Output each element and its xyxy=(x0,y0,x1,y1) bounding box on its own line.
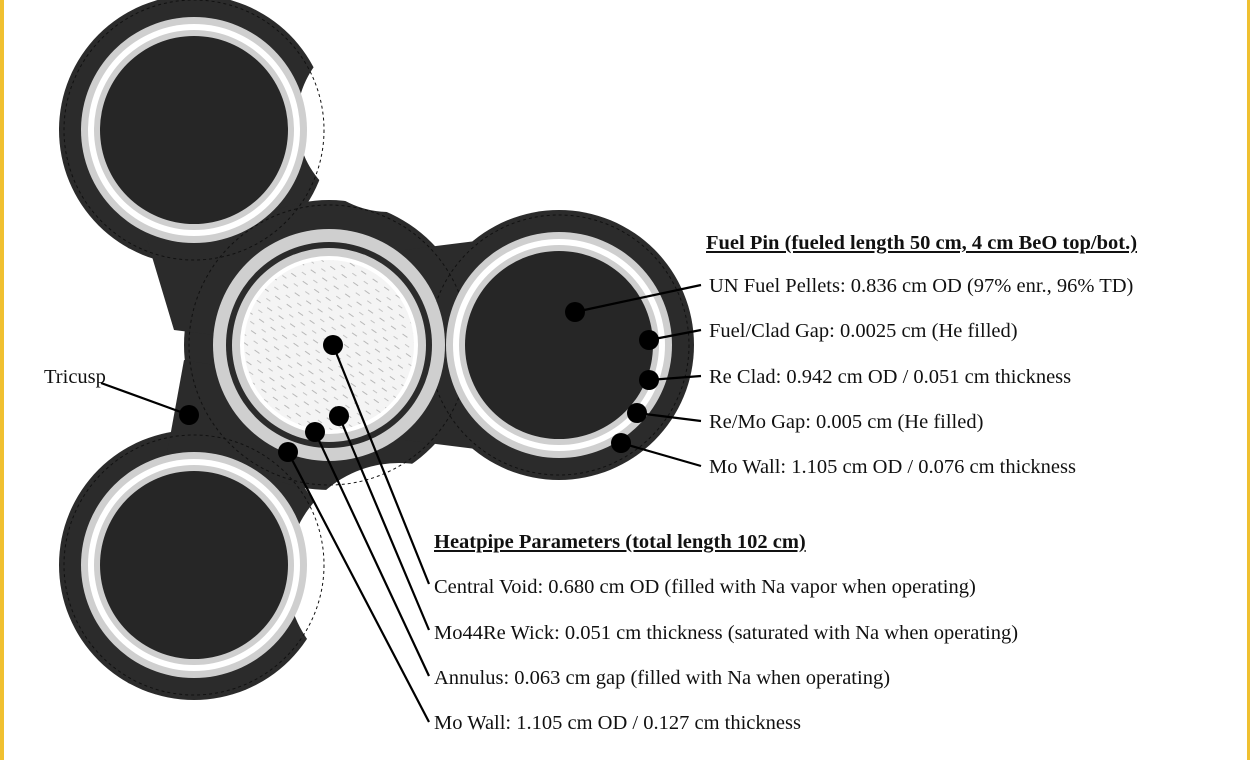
dot-annulus xyxy=(305,422,325,442)
tricusp-cross-section-diagram xyxy=(4,0,702,723)
dot-re-mo-gap xyxy=(627,403,647,423)
leader-fuel-mo-wall xyxy=(620,441,702,468)
leader-annulus xyxy=(314,431,430,677)
leader-re-mo-gap xyxy=(636,411,702,423)
fuel-pin-upper-left xyxy=(81,17,307,243)
label-hp-mo-wall: Mo Wall: 1.105 cm OD / 0.127 cm thicknes… xyxy=(434,712,801,734)
label-re-clad: Re Clad: 0.942 cm OD / 0.051 cm thicknes… xyxy=(709,366,1072,388)
dot-fuel-pellets xyxy=(565,302,585,322)
label-annulus: Annulus: 0.063 cm gap (filled with Na wh… xyxy=(434,667,891,689)
leader-fuel-pellets xyxy=(574,283,702,314)
label-central-void: Central Void: 0.680 cm OD (filled with N… xyxy=(434,576,976,598)
tricusp-cusps xyxy=(4,28,511,687)
leader-tricusp xyxy=(100,381,190,417)
leader-dots xyxy=(179,302,659,462)
leader-hp-mo-wall xyxy=(287,451,430,723)
leader-central-void xyxy=(331,344,431,585)
label-fuel-pellets: UN Fuel Pellets: 0.836 cm OD (97% enr., … xyxy=(709,275,1134,297)
dot-fuel-clad-gap xyxy=(639,330,659,350)
label-wick: Mo44Re Wick: 0.051 cm thickness (saturat… xyxy=(434,622,1019,644)
dot-tricusp xyxy=(179,405,199,425)
label-tricusp: Tricusp xyxy=(44,366,106,388)
fuel-pin-lower-left xyxy=(81,452,307,678)
label-fuel-clad-gap: Fuel/Clad Gap: 0.0025 cm (He filled) xyxy=(709,320,1018,342)
leader-wick xyxy=(337,415,431,631)
leader-lines xyxy=(100,283,702,723)
dot-re-clad xyxy=(639,370,659,390)
fuel-pin-header: Fuel Pin (fueled length 50 cm, 4 cm BeO … xyxy=(706,232,1138,254)
dot-central-void xyxy=(323,335,343,355)
dot-fuel-mo-wall xyxy=(611,433,631,453)
fuel-pin-right xyxy=(446,232,672,458)
label-fuel-mo-wall: Mo Wall: 1.105 cm OD / 0.076 cm thicknes… xyxy=(709,456,1076,478)
dot-wick xyxy=(329,406,349,426)
heatpipe-header: Heatpipe Parameters (total length 102 cm… xyxy=(434,531,806,553)
label-re-mo-gap: Re/Mo Gap: 0.005 cm (He filled) xyxy=(709,411,984,433)
dot-hp-mo-wall xyxy=(278,442,298,462)
